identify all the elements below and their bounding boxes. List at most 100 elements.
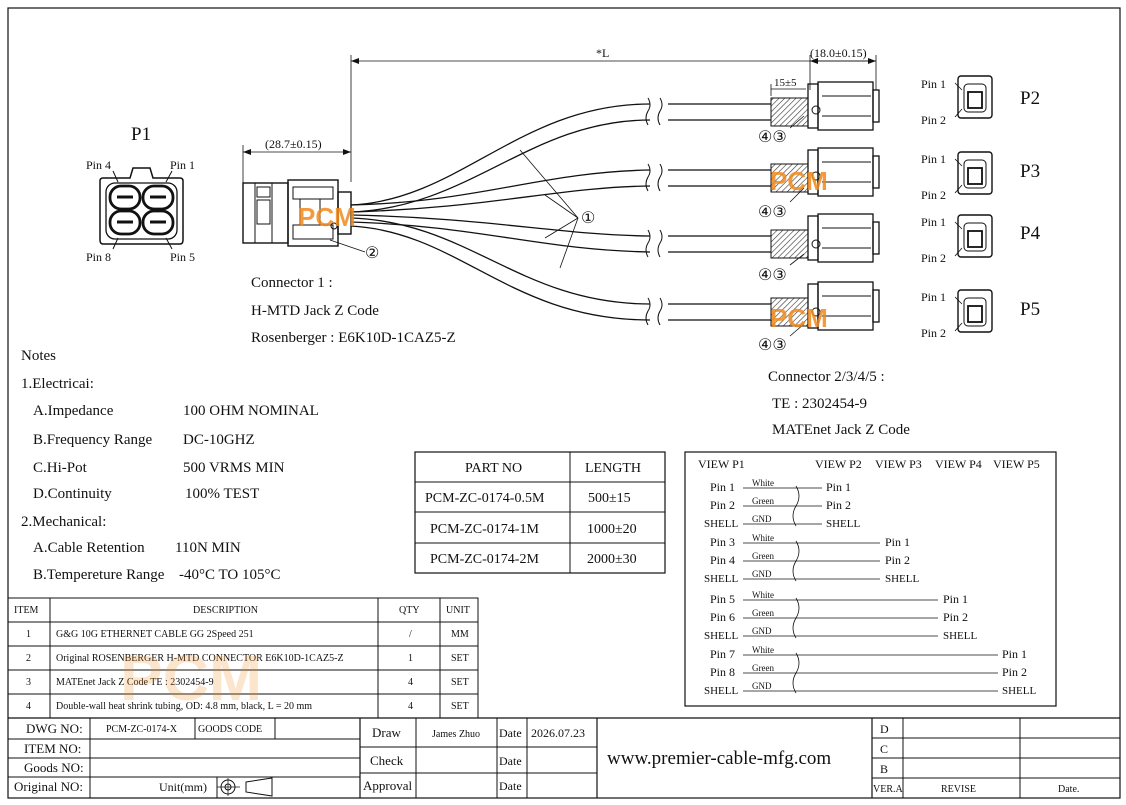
plug-p2 — [770, 81, 880, 131]
wiring-color: White — [752, 590, 774, 600]
date-label: Date — [499, 779, 522, 793]
wiring-p1-pin: Pin 6 — [710, 610, 735, 624]
wiring-view-header: VIEW P2 — [815, 457, 862, 471]
port-pin-label: Pin 1 — [921, 290, 946, 304]
port-pin-label: Pin 1 — [921, 77, 946, 91]
port-face-view-p3 — [954, 151, 993, 195]
wiring-p1-pin: SHELL — [704, 573, 739, 585]
dwg-no-label: DWG NO: — [26, 721, 83, 736]
bom-cell: Double-wall heat shrink tubing, OD: 4.8 … — [56, 701, 312, 712]
bom-cell: 4 — [408, 701, 413, 712]
port-pin-label: Pin 2 — [921, 326, 946, 340]
website: www.premier-cable-mfg.com — [607, 748, 831, 769]
note-value: -40°C TO 105°C — [179, 567, 280, 583]
part-number-table — [414, 451, 666, 574]
port-pin-label: Pin 2 — [921, 188, 946, 202]
plug-p5 — [770, 281, 880, 337]
wiring-p1-pin: Pin 8 — [710, 665, 735, 679]
revision-letter: D — [880, 722, 889, 736]
notes-electrical-title: 1.Electricai: — [21, 376, 94, 392]
goods-code-label: GOODS CODE — [198, 724, 262, 735]
port-face-view-p2 — [954, 75, 993, 119]
port-pin-label: Pin 2 — [921, 113, 946, 127]
bom-cell: 1 — [26, 629, 31, 640]
port-name: P4 — [1020, 223, 1041, 244]
watermark: PCM — [770, 303, 828, 333]
note-value: DC-10GHZ — [183, 432, 255, 448]
cable-harness — [329, 97, 771, 326]
part-table-cell: PCM-ZC-0174-2M — [430, 552, 539, 567]
port-face-view-p5 — [954, 289, 993, 333]
draw-date: 2026.07.23 — [531, 726, 585, 740]
plug-callout: ④③ — [758, 337, 787, 354]
projection-symbol-icon — [217, 777, 273, 797]
plug-width-dimension: (18.0±0.15) — [810, 46, 867, 60]
part-table-cell: PCM-ZC-0174-0.5M — [425, 491, 545, 506]
plug-callout: ④③ — [758, 129, 787, 146]
wiring-dest-pin: SHELL — [885, 573, 920, 585]
note-label: B.Tempereture Range — [33, 567, 165, 583]
note-value: 500 VRMS MIN — [183, 460, 285, 476]
port-name: P5 — [1020, 299, 1040, 320]
port-pin-label: Pin 2 — [921, 251, 946, 265]
wiring-diagram-frame — [684, 451, 1057, 707]
wiring-color: GND — [752, 626, 772, 636]
wiring-color: GND — [752, 681, 772, 691]
wiring-p1-pin: SHELL — [704, 685, 739, 697]
part-table-cell: 2000±30 — [587, 552, 637, 567]
wiring-color: Green — [752, 663, 774, 673]
wiring-dest-pin: Pin 2 — [943, 610, 968, 624]
date-label: Date — [499, 726, 522, 740]
sheet-border — [7, 7, 1121, 799]
pcm-watermarks: PCM PCM PCM PCM — [120, 166, 828, 714]
connector-2-title: Connector 2/3/4/5 : — [768, 369, 885, 385]
notes-mechanical-title: 2.Mechanical: — [21, 514, 106, 530]
wiring-color: Green — [752, 608, 774, 618]
revise-date-label: Date. — [1058, 784, 1079, 795]
plug-p4 — [770, 213, 880, 266]
port-pin-label: Pin 1 — [921, 152, 946, 166]
wiring-color: White — [752, 533, 774, 543]
version-label: VER.A — [873, 784, 904, 795]
wiring-dest-pin: Pin 1 — [885, 535, 910, 549]
connector-1-title: Connector 1 : — [251, 275, 333, 291]
wiring-dest-pin: Pin 2 — [885, 553, 910, 567]
connector-1-callout: ② — [365, 245, 379, 262]
bom-cell: 2 — [26, 653, 31, 664]
note-label: B.Frequency Range — [33, 432, 152, 448]
wiring-dest-pin: Pin 2 — [1002, 665, 1027, 679]
wiring-dest-pin: Pin 2 — [826, 498, 851, 512]
note-label: D.Continuity — [33, 486, 112, 502]
part-table-cell: 500±15 — [588, 491, 631, 506]
bom-header: DESCRIPTION — [193, 605, 258, 616]
bom-header: ITEM — [14, 605, 39, 616]
revision-letter: B — [880, 762, 888, 776]
heatshrink-dimension: 15±5 — [774, 77, 797, 89]
plug-p3 — [770, 147, 880, 203]
wiring-dest-pin: SHELL — [826, 518, 861, 530]
plug-callout: ④③ — [758, 267, 787, 284]
part-table-header: PART NO — [465, 461, 522, 476]
part-table-cell: 1000±20 — [587, 522, 637, 537]
wiring-view-header: VIEW P4 — [935, 457, 982, 471]
watermark: PCM — [770, 166, 828, 196]
wiring-color: GND — [752, 514, 772, 524]
wiring-lines — [743, 485, 998, 694]
bom-cell: SET — [451, 677, 469, 688]
note-label: A.Cable Retention — [33, 540, 145, 556]
wiring-dest-pin: Pin 1 — [943, 592, 968, 606]
approval-label: Approval — [363, 778, 412, 793]
note-label: C.Hi-Pot — [33, 460, 88, 476]
item-no-label: ITEM NO: — [24, 741, 81, 756]
bom-header: UNIT — [446, 605, 470, 616]
check-label: Check — [370, 753, 404, 768]
draw-label: Draw — [372, 725, 401, 740]
wiring-view-header: VIEW P3 — [875, 457, 922, 471]
wiring-view-header: VIEW P5 — [993, 457, 1040, 471]
p1-pin-label: Pin 1 — [170, 158, 195, 172]
note-label: A.Impedance — [33, 403, 114, 419]
p1-pin-label: Pin 5 — [170, 250, 195, 264]
bom-cell: Original ROSENBERGER H-MTD CONNECTOR E6K… — [56, 653, 344, 664]
connector-2-part: TE : 2302454-9 — [772, 396, 867, 412]
